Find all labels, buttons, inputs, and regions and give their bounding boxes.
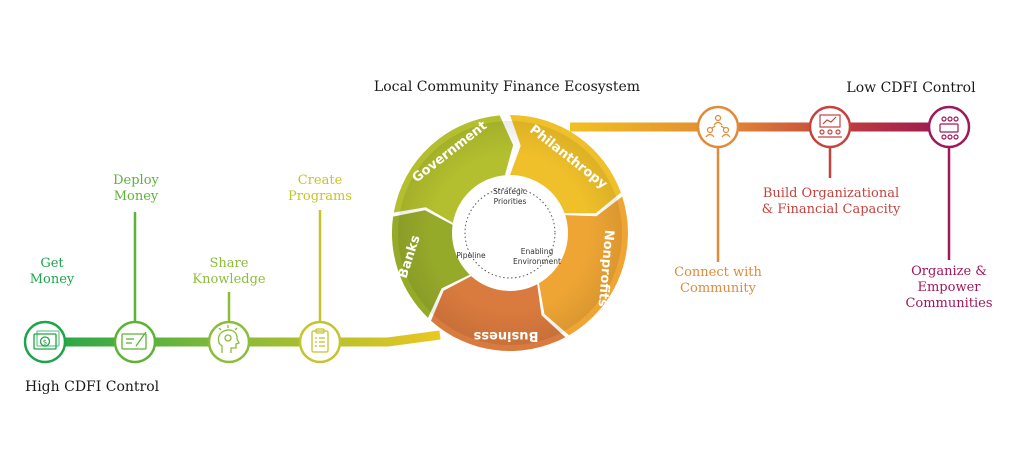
node-create-programs [298,320,342,364]
svg-text:Communities: Communities [905,296,992,311]
step-label-get-money: Get Money [30,256,75,287]
svg-text:$: $ [43,339,47,347]
node-get-money: $ [23,320,67,364]
svg-text:Empower: Empower [917,280,981,295]
inner-label-priorities: Priorities [494,197,527,206]
ecosystem-title: Local Community Finance Ecosystem [374,79,640,95]
svg-text:Connect with: Connect with [674,265,762,280]
node-connect-community [696,105,740,149]
svg-text:Get: Get [40,256,64,271]
clipboard-icon [311,328,329,353]
step-label-organize-communities: Organize & Empower Communities [905,264,992,311]
inner-circle [455,178,565,288]
inner-dotted-ring [464,187,556,279]
svg-text:Knowledge: Knowledge [192,272,266,287]
people-network-icon [705,114,731,138]
svg-text:Share: Share [210,256,249,271]
svg-text:Money: Money [114,189,159,204]
high-control-title: High CDFI Control [25,379,160,395]
node-build-capacity [808,105,852,149]
inner-label-enabling: Enabling [521,247,554,256]
svg-text:Create: Create [298,173,343,188]
svg-text:Community: Community [680,281,757,296]
meeting-table-icon [939,116,959,140]
inner-label-strategic: Strategic [493,187,527,196]
step-label-connect-community: Connect with Community [674,265,762,296]
presentation-icon [818,114,842,138]
svg-text:Money: Money [30,272,75,287]
svg-text:Build Organizational: Build Organizational [763,186,899,201]
svg-text:Deploy: Deploy [113,173,159,188]
segment-label-business: Business [473,328,538,343]
check-pen-icon [121,331,147,350]
svg-text:Programs: Programs [288,189,352,204]
inner-label-pipeline: Pipeline [456,251,486,260]
money-icon: $ [33,330,60,350]
svg-text:& Financial Capacity: & Financial Capacity [762,202,901,217]
step-label-deploy-money: Deploy Money [113,173,159,204]
step-label-create-programs: Create Programs [288,173,352,204]
segment-label-nonprofits: Nonprofits [595,229,617,308]
inner-label-environment: Environment [513,257,561,266]
ecosystem-cycle: Government Philanthropy Nonprofits Busin… [391,114,628,352]
svg-text:Organize &: Organize & [911,264,987,279]
node-share-knowledge [207,320,251,364]
step-label-share-knowledge: Share Knowledge [192,256,266,287]
node-deploy-money [113,320,157,364]
low-control-title: Low CDFI Control [846,80,976,96]
step-label-build-capacity: Build Organizational & Financial Capacit… [762,186,901,217]
head-brain-icon [217,325,240,353]
node-organize-communities [927,105,971,149]
